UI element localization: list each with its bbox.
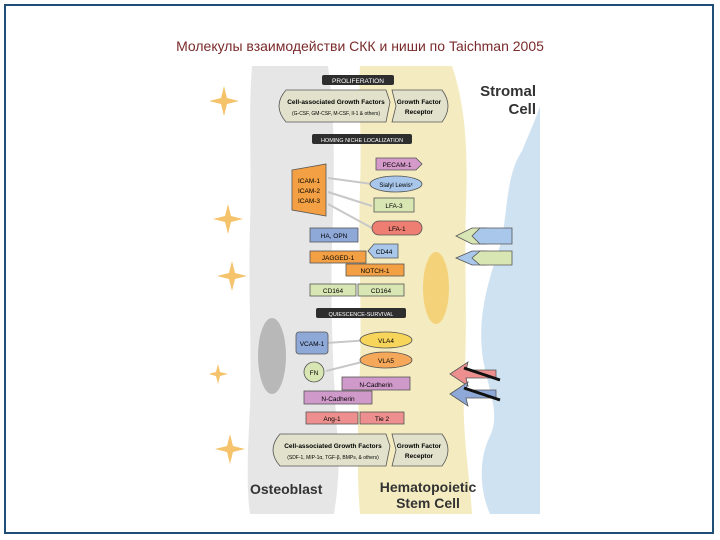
n-cadherin-hsc: N-Cadherin bbox=[341, 376, 411, 391]
pecam-1: PECAM-1 bbox=[375, 157, 423, 171]
cd164-left-label: CD164 bbox=[323, 288, 344, 295]
top-growth-factors: Cell-associated Growth Factors (G-CSF, G… bbox=[278, 89, 391, 123]
top-receptor: Growth Factor Receptor bbox=[391, 89, 449, 123]
stromal-arrows bbox=[449, 227, 513, 407]
n-cadherin-osteoblast: N-Cadherin bbox=[303, 390, 373, 405]
vla5-label: VLA5 bbox=[378, 358, 394, 365]
top-receptor-line1: Growth Factor bbox=[397, 99, 442, 106]
bottom-receptor-line2: Receptor bbox=[405, 453, 434, 460]
icam-2-label: ICAM-2 bbox=[298, 188, 320, 195]
lfa-3: LFA-3 bbox=[373, 197, 415, 213]
osteoblast-label: Osteoblast bbox=[250, 481, 323, 497]
proliferation-header: PROLIFERATION bbox=[322, 75, 394, 85]
proliferation-label: PROLIFERATION bbox=[332, 78, 384, 85]
top-growth-sub: (G-CSF, GM-CSF, M-CSF, Il-1 & others) bbox=[292, 111, 380, 117]
sialyl-lewis: Sialyl Lewisˣ bbox=[369, 175, 423, 193]
icam-block: ICAM-1 ICAM-2 ICAM-3 bbox=[291, 163, 327, 217]
lfa3-label: LFA-3 bbox=[385, 203, 403, 210]
bone-sparkles bbox=[210, 86, 247, 464]
vla5: VLA5 bbox=[359, 351, 413, 369]
jagged-label: JAGGED-1 bbox=[322, 255, 355, 262]
top-growth-label: Cell-associated Growth Factors bbox=[287, 99, 385, 106]
quiescence-header: QUIESCENCE-SURVIVAL bbox=[316, 308, 406, 318]
tie-label: Tie 2 bbox=[375, 416, 390, 423]
cd44: CD44 bbox=[367, 243, 399, 259]
top-receptor-line2: Receptor bbox=[405, 109, 434, 116]
bottom-growth-label: Cell-associated Growth Factors bbox=[284, 443, 382, 450]
fn: FN bbox=[303, 361, 325, 383]
sialyl-label: Sialyl Lewisˣ bbox=[379, 183, 412, 189]
vcam-label: VCAM-1 bbox=[300, 341, 325, 348]
hsc-nucleus bbox=[423, 252, 449, 324]
vcam-1: VCAM-1 bbox=[295, 331, 329, 355]
hsc-line2: Stem Cell bbox=[396, 495, 460, 511]
slide-title: Молекулы взаимодействи СКК и ниши по Tai… bbox=[176, 38, 544, 54]
notch-1: NOTCH-1 bbox=[345, 263, 405, 277]
icam-3-label: ICAM-3 bbox=[298, 198, 320, 205]
stromal-line1: Stromal bbox=[480, 83, 536, 100]
ang-label: Ang-1 bbox=[323, 416, 341, 423]
stromal-line2: Cell bbox=[508, 101, 536, 118]
vla4: VLA4 bbox=[359, 331, 413, 349]
stromal-cell-label: Stromal Cell bbox=[480, 83, 536, 118]
stromal-cell bbox=[481, 106, 540, 514]
homing-header: HOMING NICHE LOCALIZATION bbox=[312, 134, 412, 144]
pecam-label: PECAM-1 bbox=[383, 162, 412, 169]
quiescence-label: QUIESCENCE-SURVIVAL bbox=[329, 312, 394, 318]
ncad-top-label: N-Cadherin bbox=[359, 382, 393, 389]
hsc-line1: Hematopoietic bbox=[380, 479, 477, 495]
cd164-left: CD164 bbox=[309, 283, 357, 297]
osteoblast-nucleus bbox=[258, 318, 286, 394]
bottom-growth-sub: (SDF-1, MIP-1α, TGF-β, BMPs, & others) bbox=[287, 455, 379, 461]
ha-opn: HA, OPN bbox=[309, 227, 359, 243]
notch-label: NOTCH-1 bbox=[361, 268, 390, 275]
ang-1: Ang-1 bbox=[305, 411, 359, 425]
homing-label: HOMING NICHE LOCALIZATION bbox=[321, 138, 403, 144]
ncad-bottom-label: N-Cadherin bbox=[321, 396, 355, 403]
bottom-receptor-line1: Growth Factor bbox=[397, 443, 442, 450]
fn-label: FN bbox=[310, 370, 319, 377]
hsc-label: Hematopoietic Stem Cell bbox=[380, 479, 477, 511]
cd164-right-label: CD164 bbox=[371, 288, 392, 295]
lfa-1: LFA-1 bbox=[371, 220, 423, 236]
bottom-receptor: Growth Factor Receptor bbox=[391, 433, 449, 467]
jagged-1: JAGGED-1 bbox=[309, 250, 367, 264]
lfa1-label: LFA-1 bbox=[388, 226, 406, 233]
tie-2: Tie 2 bbox=[359, 411, 405, 425]
cd44-label: CD44 bbox=[376, 249, 393, 256]
vla4-label: VLA4 bbox=[378, 338, 394, 345]
niche-diagram: PROLIFERATION HOMING NICHE LOCALIZATION … bbox=[210, 66, 540, 514]
cd164-right: CD164 bbox=[357, 283, 405, 297]
icam-1-label: ICAM-1 bbox=[298, 178, 320, 185]
bottom-growth-factors: Cell-associated Growth Factors (SDF-1, M… bbox=[272, 433, 391, 467]
ha-opn-label: HA, OPN bbox=[321, 233, 348, 240]
